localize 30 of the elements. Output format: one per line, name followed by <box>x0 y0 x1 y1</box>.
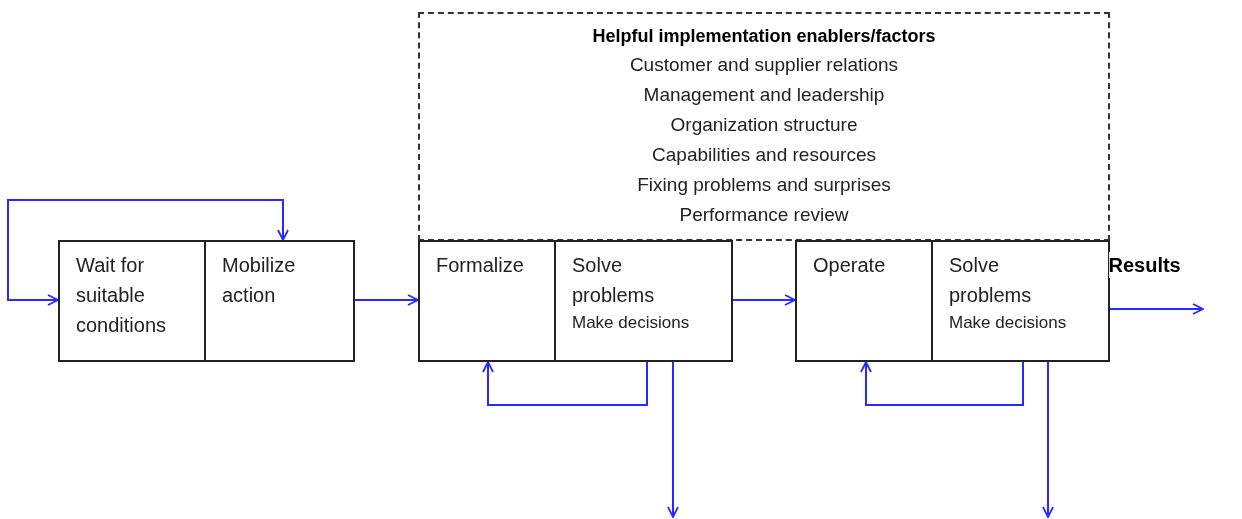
box-text: Formalize <box>436 253 525 278</box>
process-box <box>58 240 206 362</box>
process-box <box>418 240 556 362</box>
arrow <box>1042 361 1054 518</box>
factor-text: Management and leadership <box>643 83 885 107</box>
arrow <box>482 361 648 406</box>
box-text: Solve problems <box>949 253 1033 308</box>
arrow <box>732 294 796 306</box>
process-box <box>204 240 355 362</box>
factor-text: Fixing problems and surprises <box>637 173 891 197</box>
factor-text: Performance review <box>679 203 849 227</box>
box-text: Solve problems <box>572 253 656 308</box>
process-box <box>554 240 733 362</box>
arrow <box>667 361 679 518</box>
box-subtext: Make decisions <box>949 312 1068 334</box>
arrow <box>1109 303 1204 315</box>
factor-text: Organization structure <box>670 113 858 137</box>
process-box <box>795 240 933 362</box>
process-box <box>931 240 1110 362</box>
box-text: Wait for suitable conditions <box>76 253 168 338</box>
box-subtext: Make decisions <box>572 312 691 334</box>
panel-heading: Helpful implementation enablers/factors <box>592 25 936 48</box>
box-text: Operate <box>813 253 887 278</box>
edge-label: Results <box>1108 252 1181 278</box>
box-text: Mobilize action <box>222 253 297 308</box>
arrow <box>860 361 1024 406</box>
factor-text: Capabilities and resources <box>652 143 876 167</box>
arrow <box>354 294 419 306</box>
factor-text: Customer and supplier relations <box>629 53 899 77</box>
arrow <box>7 199 289 306</box>
